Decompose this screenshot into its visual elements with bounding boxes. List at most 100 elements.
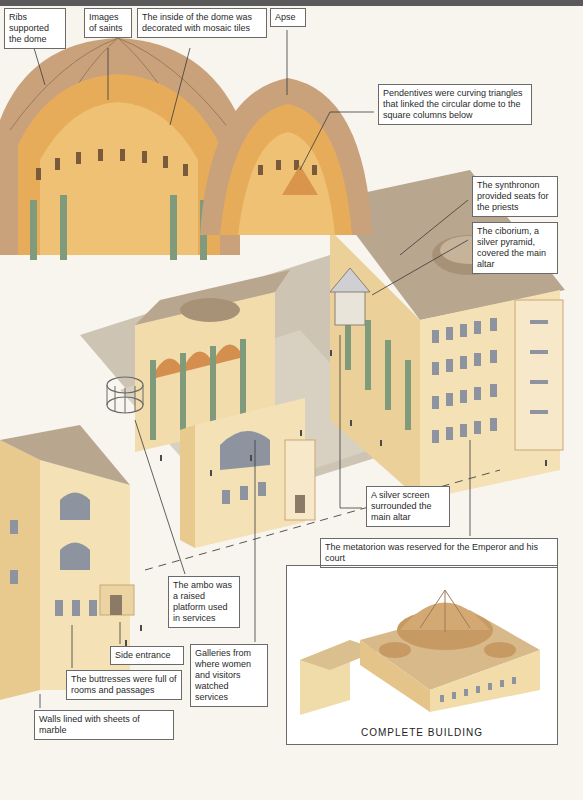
- main-dome-part-part: [36, 168, 41, 180]
- buttress-tower-part: [0, 440, 40, 700]
- inset-building-part-part: [464, 689, 468, 696]
- nave-arcade-part-part: [240, 339, 246, 419]
- main-dome-part: [30, 195, 207, 260]
- buttress-tower-part: [100, 585, 134, 615]
- east-wing-part-part: [474, 321, 481, 334]
- callout-text: The ciborium, a silver pyramid, covered …: [477, 226, 553, 270]
- apse-dome-part-part: [276, 160, 281, 170]
- inset-building-part-part: [420, 590, 445, 628]
- front-block: [180, 398, 315, 548]
- east-wing-part-part: [490, 318, 497, 331]
- buttress-tower-part-part: [10, 570, 18, 584]
- ambo-part: [107, 385, 108, 405]
- main-dome-part-part: [142, 151, 147, 163]
- callout-box: The ciborium, a silver pyramid, covered …: [472, 222, 558, 274]
- front-block-part: [285, 440, 315, 520]
- callout-text: Ribs supported the dome: [9, 12, 61, 45]
- main-dome-part-part: [55, 158, 60, 170]
- buttress-tower-part-part: [60, 543, 90, 571]
- east-wing-part-part: [474, 387, 481, 400]
- front-block-part: [222, 482, 266, 504]
- callout-box: Apse: [270, 8, 306, 27]
- ambo-part: [135, 386, 136, 412]
- callout-text: Side entrance: [115, 650, 179, 661]
- east-wing-part-part: [446, 393, 453, 406]
- front-block-part-part: [222, 490, 230, 504]
- front-block-part: [295, 495, 305, 513]
- people-part: [300, 430, 302, 436]
- callout-box: A silver screen surrounded the main alta…: [366, 486, 450, 527]
- callout-text: A silver screen surrounded the main alta…: [371, 490, 445, 523]
- callout-text: The synthronon provided seats for the pr…: [477, 180, 553, 213]
- east-wing-part-part: [474, 353, 481, 366]
- inset-building-part-part: [500, 680, 504, 687]
- east-wing-part-part: [460, 356, 467, 369]
- callout-box: The metatorion was reserved for the Empe…: [320, 538, 558, 568]
- east-wing-part-part: [474, 421, 481, 434]
- callout-box: The inside of the dome was decorated wit…: [137, 8, 267, 38]
- buttress-tower-part-part: [60, 493, 90, 521]
- ambo-part: [115, 386, 116, 412]
- callout-box: The buttresses were full of rooms and pa…: [66, 670, 182, 700]
- leader-lines-part: [255, 440, 256, 642]
- nave-arcade-part-part: [186, 352, 210, 371]
- callout-box: Images of saints: [84, 8, 132, 38]
- inset-building: [287, 566, 557, 744]
- nave-arcade-part: [156, 345, 240, 378]
- main-dome-part-part: [120, 149, 125, 161]
- east-wing-part-part: [405, 360, 411, 430]
- inset-building-part-part: [512, 677, 516, 684]
- buttress-tower-part: [0, 425, 130, 485]
- nave-arcade-part: [180, 298, 240, 322]
- inset-building-part: [484, 642, 516, 658]
- ambo-part: [125, 388, 126, 413]
- buttress-tower-part: [10, 493, 97, 617]
- leader-lines-part: [340, 335, 362, 508]
- main-dome-part-part: [163, 156, 168, 168]
- apse-dome-part: [238, 132, 335, 235]
- people-part: [250, 455, 252, 461]
- inset-building-part: [287, 566, 557, 744]
- east-wing-part-part: [530, 320, 548, 324]
- east-wing-part-part: [490, 384, 497, 397]
- callout-text: The ambo was a raised platform used in s…: [173, 580, 235, 624]
- east-wing-part-part: [490, 350, 497, 363]
- ciborium: [330, 268, 370, 325]
- front-block-part-part: [240, 486, 248, 500]
- callout-text: Pendentives were curving triangles that …: [383, 88, 527, 121]
- buttress-tower-part-part: [10, 520, 18, 534]
- main-dome-part-part: [60, 195, 67, 260]
- callout-text: Apse: [275, 12, 301, 23]
- main-dome-part: [36, 149, 188, 180]
- leader-lines-part: [300, 112, 374, 170]
- leader-lines: [34, 30, 470, 708]
- inset-building-part-part: [452, 692, 456, 699]
- leader-lines-part: [470, 440, 471, 536]
- east-wing-part-part: [530, 380, 548, 384]
- main-dome-part-part: [30, 200, 37, 260]
- apse-dome-part: [200, 78, 372, 235]
- inset-building-part-part: [445, 590, 470, 628]
- nave-arcade-part-part: [180, 353, 186, 433]
- buttress-tower-part: [110, 595, 122, 615]
- east-wing-part-part: [446, 327, 453, 340]
- leader-lines-part: [120, 622, 121, 644]
- leader-lines-part: [72, 625, 73, 668]
- main-dome-part: [18, 74, 220, 255]
- people-part: [330, 350, 332, 356]
- apse-dome: [200, 78, 372, 235]
- inset-caption: COMPLETE BUILDING: [357, 727, 487, 738]
- ambo: [107, 377, 143, 413]
- inset-building-part: [360, 640, 430, 712]
- people-part: [350, 420, 352, 426]
- nave-arcade-part-part: [210, 346, 216, 426]
- apse-dome-part-part: [258, 165, 263, 175]
- east-wing-part-part: [460, 390, 467, 403]
- apse-dome-part-part: [312, 165, 317, 175]
- nave-arcade-part: [135, 270, 290, 325]
- east-wing-part: [515, 300, 563, 450]
- ciborium-part: [330, 268, 370, 292]
- buttress-tower-part-part: [55, 600, 63, 616]
- callout-box: Walls lined with sheets of marble: [34, 710, 174, 740]
